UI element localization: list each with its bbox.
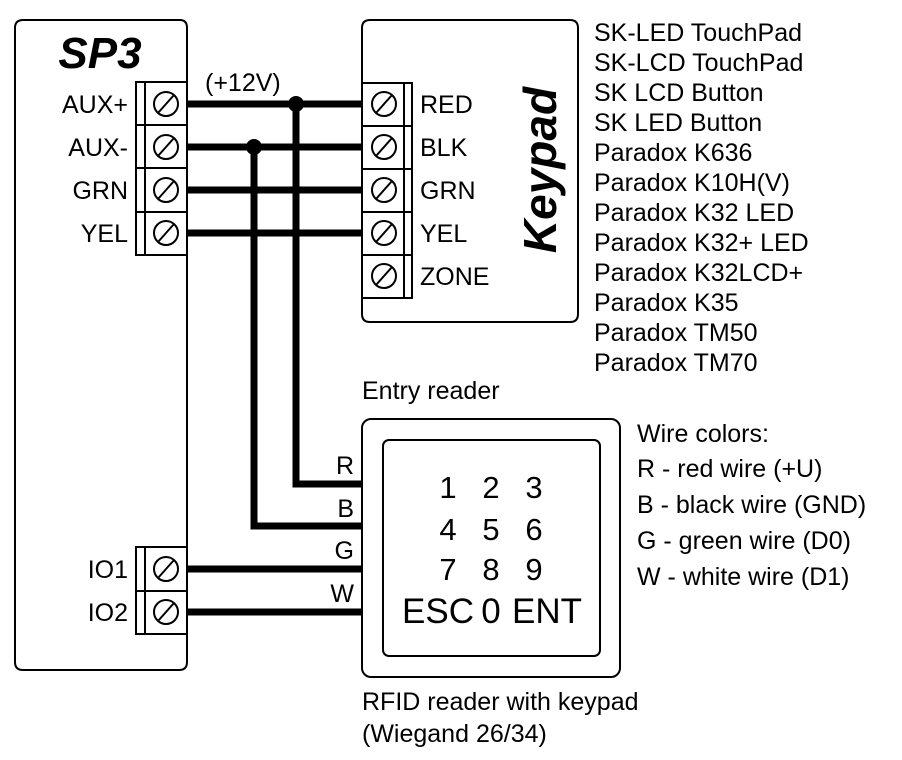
junction-dot-minus xyxy=(246,139,262,155)
key-3: 3 xyxy=(525,470,542,505)
legend-item: G - green wire (D0) xyxy=(637,527,851,555)
terminal-label-io1: IO1 xyxy=(88,556,128,584)
key-esc: ESC xyxy=(402,592,474,631)
legend-item: W - white wire (D1) xyxy=(637,563,850,591)
key-8: 8 xyxy=(482,552,499,587)
screw-icon xyxy=(371,220,397,246)
key-6: 6 xyxy=(525,512,542,547)
screw-icon xyxy=(153,599,179,625)
wires xyxy=(187,96,362,616)
reader-heading: Entry reader xyxy=(362,377,500,405)
keypad-title: Keypad xyxy=(514,86,566,253)
reader-keys: 1 2 3 4 5 6 7 8 9 ESC 0 ENT xyxy=(402,470,582,631)
model-item: Paradox TM50 xyxy=(594,319,758,347)
legend-item: B - black wire (GND) xyxy=(637,491,866,519)
wire-label-w: W xyxy=(330,580,354,608)
model-item: Paradox K10H(V) xyxy=(594,169,790,197)
entry-reader: Entry reader R B G W 1 2 3 4 5 6 7 8 9 E… xyxy=(330,377,638,748)
terminal-label-aux-minus: AUX- xyxy=(68,134,128,162)
compatible-models-list: SK-LED TouchPad SK-LCD TouchPad SK LCD B… xyxy=(594,19,809,377)
legend-item: R - red wire (+U) xyxy=(637,455,822,483)
screw-icon xyxy=(153,91,179,117)
sp3-controller: SP3 AUX+ AUX- GRN YEL IO1 IO2 xyxy=(14,19,188,671)
keypad-label-zone: ZONE xyxy=(420,263,489,291)
reader-caption-line1: RFID reader with keypad xyxy=(362,688,639,716)
key-ent: ENT xyxy=(512,592,582,631)
keypad-label-grn: GRN xyxy=(420,177,476,205)
model-item: Paradox K32+ LED xyxy=(594,229,809,257)
sp3-title: SP3 xyxy=(58,29,141,78)
keypad-label-yel: YEL xyxy=(420,220,467,248)
model-item: SK LCD Button xyxy=(594,79,764,107)
sp3-screws xyxy=(153,91,179,246)
terminal-label-io2: IO2 xyxy=(88,599,128,627)
model-item: Paradox K636 xyxy=(594,139,752,167)
model-item: SK-LCD TouchPad xyxy=(594,49,803,77)
screw-icon xyxy=(153,134,179,160)
screw-icon xyxy=(153,556,179,582)
key-7: 7 xyxy=(439,552,456,587)
screw-icon xyxy=(371,91,397,117)
key-0: 0 xyxy=(481,592,500,631)
legend-title: Wire colors: xyxy=(637,420,769,448)
model-item: Paradox K32 LED xyxy=(594,199,794,227)
wire-label-b: B xyxy=(337,495,354,523)
keypad-label-red: RED xyxy=(420,91,473,119)
screw-icon xyxy=(153,177,179,203)
screw-icon xyxy=(153,220,179,246)
key-1: 1 xyxy=(439,470,456,505)
wire-label-r: R xyxy=(336,452,354,480)
key-4: 4 xyxy=(439,512,456,547)
model-item: SK LED Button xyxy=(594,109,762,137)
screw-icon xyxy=(371,134,397,160)
model-item: Paradox K35 xyxy=(594,289,739,317)
voltage-note: (+12V) xyxy=(205,69,281,97)
terminal-label-aux-plus: AUX+ xyxy=(62,91,128,119)
keypad: RED BLK GRN YEL ZONE Keypad xyxy=(361,19,579,323)
wire-b-reader xyxy=(250,147,362,530)
keypad-terminal-block xyxy=(361,82,413,299)
sp3-enclosure xyxy=(14,19,188,671)
screw-icon xyxy=(371,263,397,289)
model-item: Paradox TM70 xyxy=(594,349,758,377)
key-5: 5 xyxy=(482,512,499,547)
junction-dot-plus xyxy=(288,96,304,112)
terminal-label-grn: GRN xyxy=(72,177,128,205)
reader-enclosure xyxy=(361,418,621,678)
keypad-enclosure xyxy=(361,19,579,323)
reader-caption-line2: (Wiegand 26/34) xyxy=(362,720,547,748)
sp3-io-terminal-block xyxy=(135,546,188,635)
model-item: SK-LED TouchPad xyxy=(594,19,802,47)
keypad-label-blk: BLK xyxy=(420,134,468,162)
model-item: Paradox K32LCD+ xyxy=(594,259,803,287)
key-9: 9 xyxy=(525,552,542,587)
wire-label-g: G xyxy=(335,537,354,565)
key-2: 2 xyxy=(482,470,499,505)
wire-color-legend: Wire colors: R - red wire (+U) B - black… xyxy=(637,420,866,591)
screw-icon xyxy=(371,177,397,203)
wire-r-reader xyxy=(292,104,362,488)
terminal-label-yel: YEL xyxy=(81,220,128,248)
reader-keypad-panel xyxy=(382,439,601,657)
